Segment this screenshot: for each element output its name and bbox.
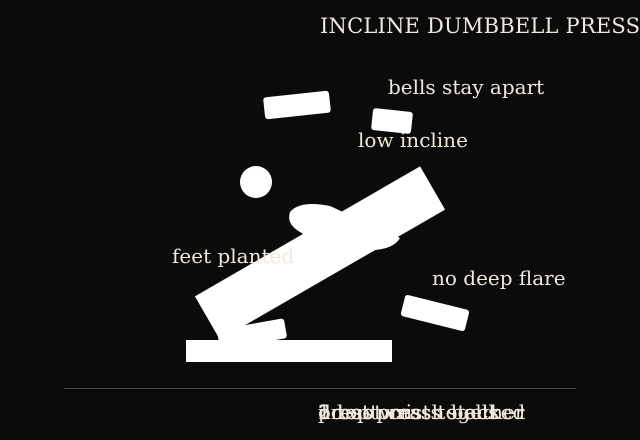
- dumbbell-lower: [217, 318, 287, 350]
- dumbbell-top-left: [263, 90, 331, 120]
- bench-base: [186, 340, 392, 362]
- diagram-title: INCLINE DUMBBELL PRESS: [320, 14, 640, 38]
- label-low-incline: low incline: [358, 128, 468, 152]
- cue-text: do not crash bells: [318, 400, 499, 424]
- label-no-flare: no deep flare: [432, 266, 566, 290]
- dumbbell-top-right: [371, 108, 413, 134]
- incline-bench: [194, 166, 446, 340]
- cue-text: press wrists stacked: [318, 400, 526, 424]
- label-feet-planted: feet planted: [172, 244, 295, 268]
- cue-text: 2 top press together: [318, 400, 525, 424]
- dumbbell-flare: [400, 294, 470, 332]
- label-bells-apart: bells stay apart: [388, 75, 545, 99]
- footer-divider: [64, 388, 576, 389]
- cue-text: 1 bottom: [318, 400, 410, 424]
- head: [240, 166, 272, 198]
- arm-shape: [289, 204, 400, 251]
